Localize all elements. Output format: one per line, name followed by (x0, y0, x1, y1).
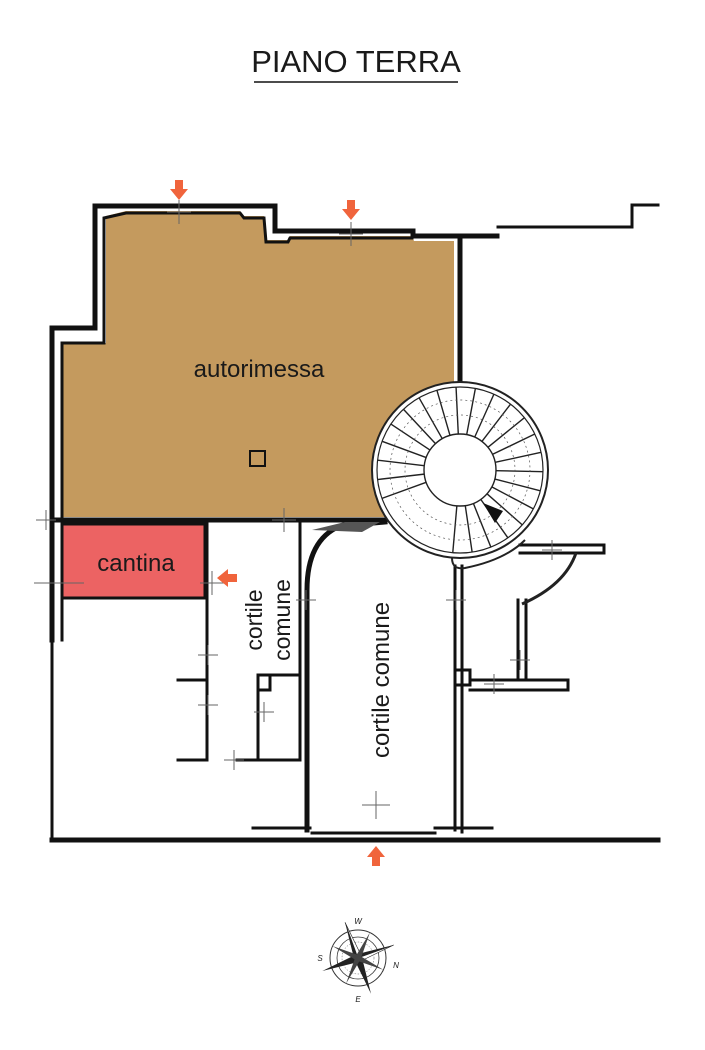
small-room-wall (256, 673, 272, 692)
cellar-walls (60, 522, 207, 600)
spiral-staircase (371, 381, 549, 570)
right-room-wall-2 (453, 668, 472, 687)
main-courtyard-label: cortile comune (368, 602, 395, 758)
compass-north: N (393, 961, 399, 970)
right-room-inner (516, 598, 528, 682)
entrance-arrow-garage-left (170, 180, 188, 200)
top-right-wall (496, 203, 660, 229)
compass-east: E (355, 995, 361, 1004)
entrance-arrow-cellar (217, 569, 237, 587)
garage-room (62, 211, 454, 517)
entrance-arrow-courtyard (367, 846, 385, 866)
inner-top-wall (102, 211, 414, 345)
corridor-bottom (256, 673, 302, 762)
right-door-arc (521, 552, 578, 606)
entrance-arrow-garage-right (342, 200, 360, 220)
cellar-label: cantina (97, 550, 175, 577)
small-courtyard-label-1: cortile (241, 589, 267, 650)
outer-wall (49, 203, 500, 643)
garage-label: autorimessa (194, 356, 325, 383)
plan-title: PIANO TERRA (251, 44, 461, 79)
compass-west: W (354, 917, 363, 926)
garage-pillar-square (249, 450, 266, 467)
right-room-top (518, 543, 606, 555)
compass-rose: W N S E (317, 917, 399, 1004)
cellar-room (62, 524, 205, 598)
connector-patch (312, 522, 380, 532)
compass-south: S (317, 954, 323, 963)
corridor-wall-right (235, 522, 302, 762)
grid-crosses (36, 200, 562, 819)
small-courtyard-label-2: comune (269, 579, 295, 661)
